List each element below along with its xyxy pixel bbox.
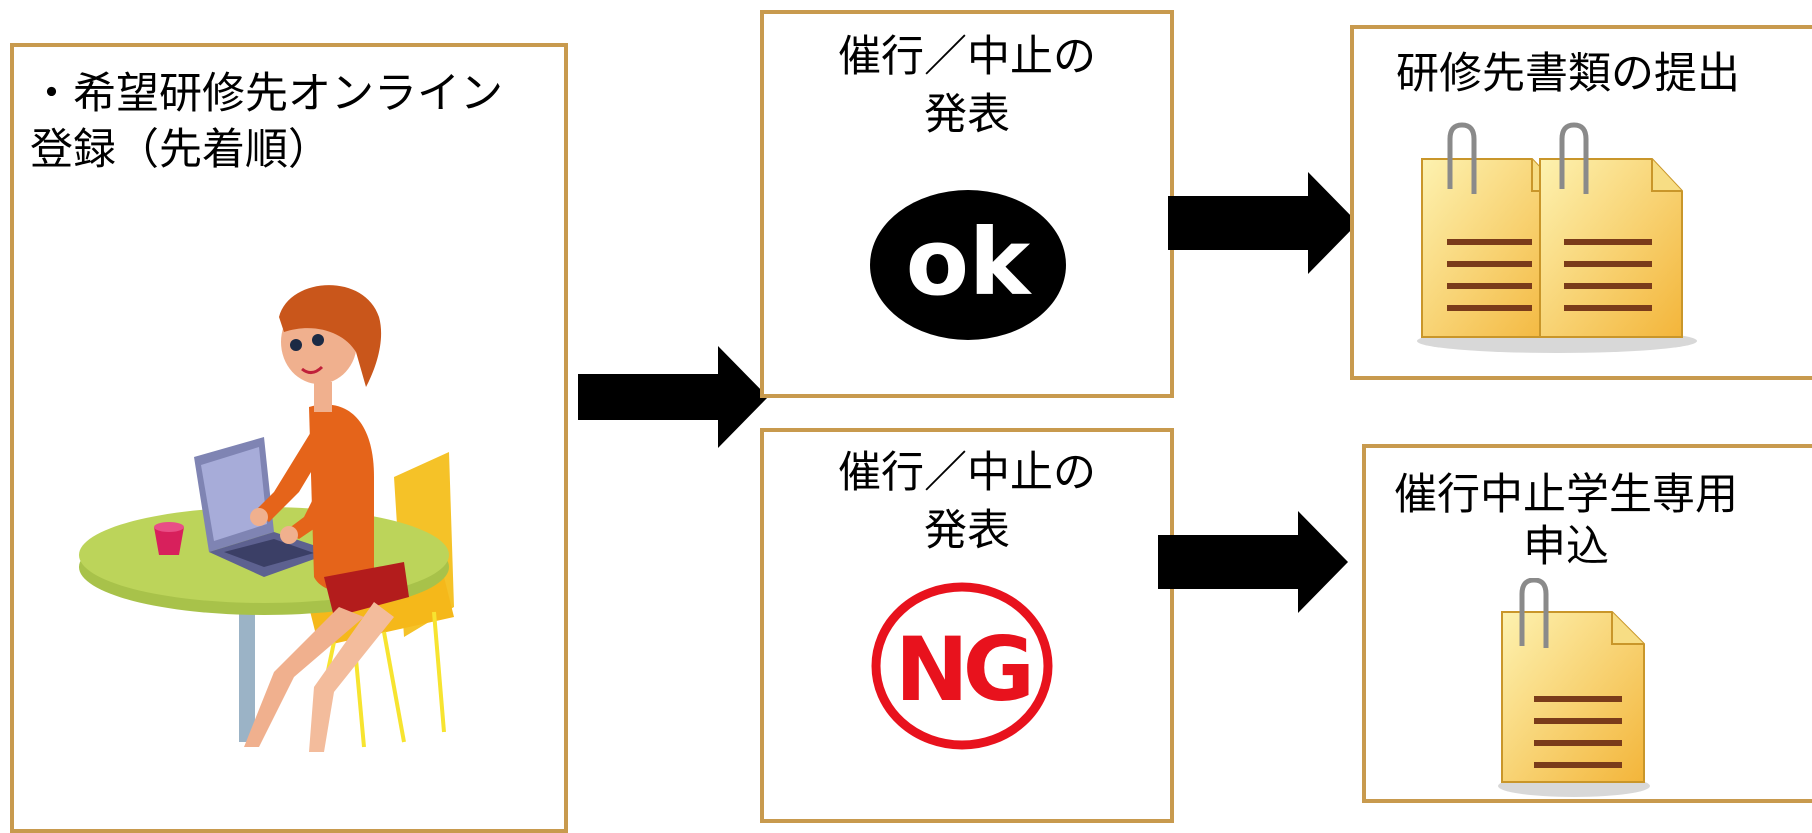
arrow-to-announcement — [578, 346, 768, 448]
ng-badge-icon: NG — [871, 582, 1053, 750]
cancel-application-line2: 申込 — [1523, 522, 1609, 572]
announce-ng-line1: 催行／中止の — [838, 448, 1096, 498]
cancel-application-line1: 催行中止学生専用 — [1394, 470, 1738, 520]
ok-badge-text: ok — [906, 209, 1032, 316]
arrow-to-submission — [1168, 172, 1358, 274]
ng-badge-text: NG — [895, 618, 1029, 721]
announce-ok-line1: 催行／中止の — [838, 32, 1096, 82]
announce-ok-box: 催行／中止の 発表 ok — [760, 10, 1174, 398]
step1-label-line2: 登録（先着順） — [30, 125, 331, 175]
submission-title: 研修先書類の提出 — [1396, 49, 1740, 99]
announce-ng-line2: 発表 — [924, 506, 1010, 556]
cancel-application-box: 催行中止学生専用 申込 — [1362, 444, 1812, 803]
ok-badge-icon: ok — [870, 190, 1066, 340]
step1-box: ・希望研修先オンライン 登録（先着順） — [10, 43, 568, 833]
step1-label-line1: ・希望研修先オンライン — [30, 69, 503, 119]
arrow-to-cancel-application — [1158, 511, 1348, 613]
announce-ok-line2: 発表 — [924, 90, 1010, 140]
submission-box: 研修先書類の提出 — [1350, 25, 1812, 380]
woman-laptop-illustration — [79, 285, 454, 752]
document-icon — [1498, 578, 1650, 797]
documents-icon — [1417, 122, 1697, 353]
announce-ng-box: 催行／中止の 発表 NG — [760, 428, 1174, 823]
